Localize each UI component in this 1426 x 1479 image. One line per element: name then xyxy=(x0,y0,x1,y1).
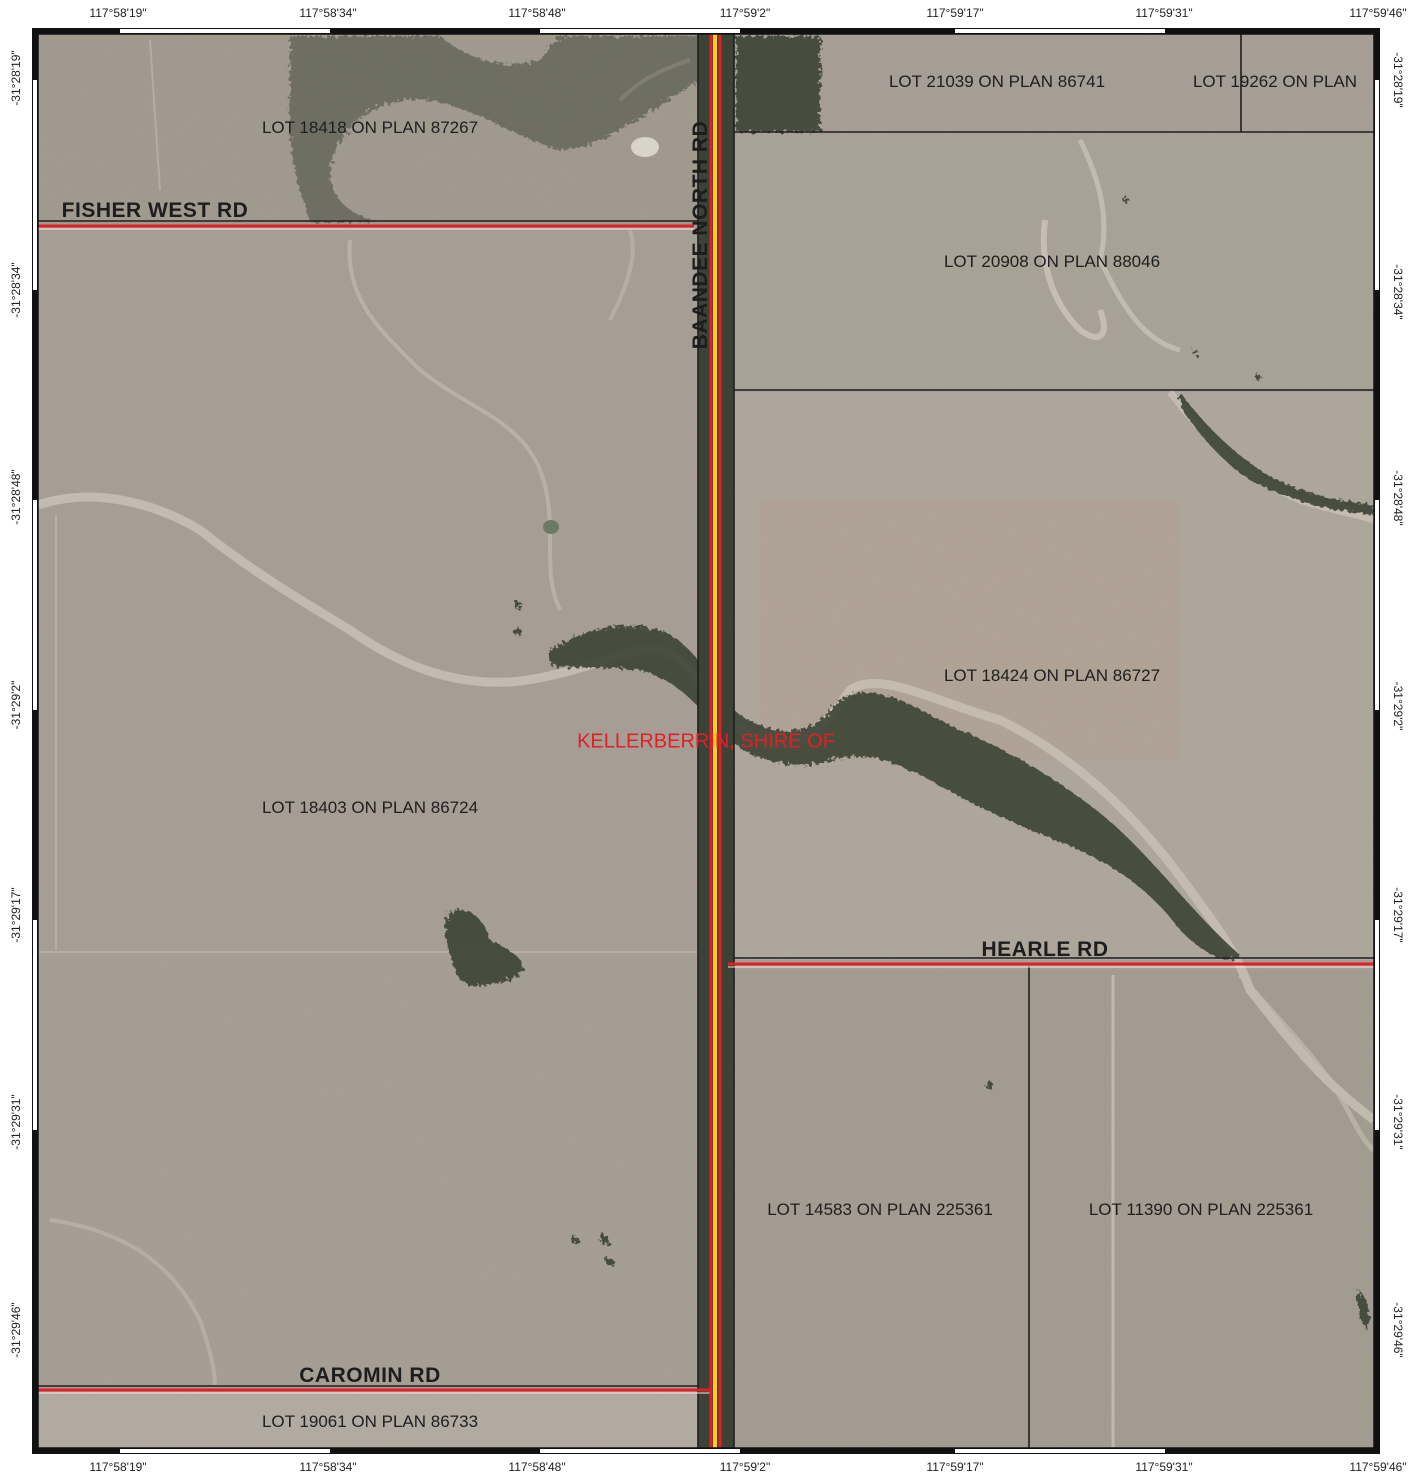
neatline-segment xyxy=(955,29,1165,33)
lot-label: LOT 21039 ON PLAN 86741 xyxy=(888,72,1106,91)
vegetation-patch xyxy=(1255,374,1261,380)
road-line-hearle xyxy=(728,962,1374,968)
neatline-segment xyxy=(33,80,37,290)
shire-label: KELLERBERRIN, SHIRE OF xyxy=(577,730,835,753)
coord-right-label: -31°29'2" xyxy=(1391,681,1405,731)
road-lines xyxy=(38,34,1374,1448)
creek-line xyxy=(608,229,635,321)
vegetation-patch xyxy=(1192,349,1198,355)
coord-left-label: -31°29'2" xyxy=(9,680,23,730)
coord-top-label: 117°58'48" xyxy=(508,6,566,20)
vegetation-patch xyxy=(571,1236,579,1244)
coord-top-label: 117°59'31" xyxy=(1135,6,1193,20)
creek-line xyxy=(1238,973,1374,1153)
vegetation-patch xyxy=(514,601,522,609)
lot-label: LOT 11390 ON PLAN 225361 xyxy=(1088,1200,1314,1219)
coord-bottom-label: 117°58'34" xyxy=(299,1460,357,1474)
farm-track xyxy=(1077,138,1181,353)
coord-bottom-label: 117°59'46" xyxy=(1349,1460,1407,1474)
neatline-segment xyxy=(1375,80,1379,290)
neatline-segment xyxy=(1375,500,1379,710)
vegetation-patch xyxy=(1180,392,1374,515)
creek-line xyxy=(347,239,562,611)
lot-label: LOT 20908 ON PLAN 88046 xyxy=(943,252,1161,271)
road-label-caromin: CAROMIN RD xyxy=(299,1364,441,1387)
lot-label: LOT 19262 ON PLAN xyxy=(1192,72,1358,91)
neatline-segment xyxy=(120,1449,330,1453)
coord-left-label: -31°29'46" xyxy=(9,1302,23,1358)
coord-left-label: -31°28'48" xyxy=(9,469,23,525)
road-line-caromin xyxy=(38,1388,712,1394)
coord-top-label: 117°58'34" xyxy=(299,6,357,20)
coord-bottom-label: 117°59'31" xyxy=(1135,1460,1193,1474)
farm-track xyxy=(149,39,161,191)
vegetation-patch xyxy=(736,36,820,132)
lot-label: LOT 18418 ON PLAN 87267 xyxy=(261,118,479,137)
coord-left-label: -31°28'34" xyxy=(9,262,23,318)
coord-top-label: 117°58'19" xyxy=(89,6,147,20)
coord-left-label: -31°29'17" xyxy=(9,887,23,943)
vegetation-patch xyxy=(445,910,523,986)
neatline-segment xyxy=(1375,920,1379,1130)
neatline-segment xyxy=(540,29,740,33)
coord-bottom-label: 117°59'2" xyxy=(719,1460,771,1474)
vegetation-patch xyxy=(1123,197,1129,203)
coord-left-label: -31°28'19" xyxy=(9,50,23,106)
neatline-segment xyxy=(955,1449,1165,1453)
road-label-fisher: FISHER WEST RD xyxy=(61,199,249,222)
lot-label: LOT 14583 ON PLAN 225361 xyxy=(767,1200,993,1219)
coord-bottom-label: 117°58'19" xyxy=(89,1460,147,1474)
farm-dam xyxy=(543,520,559,534)
coord-right-label: -31°28'48" xyxy=(1391,470,1405,526)
coord-top-label: 117°59'46" xyxy=(1349,6,1407,20)
farm-dam xyxy=(631,137,659,157)
neatline-bar xyxy=(32,28,38,1454)
vegetation-patch xyxy=(288,36,700,222)
aerial-imagery xyxy=(38,34,1374,1448)
coord-right-label: -31°29'46" xyxy=(1391,1302,1405,1358)
coord-right-label: -31°28'34" xyxy=(1391,264,1405,320)
vegetation-patch xyxy=(600,1235,610,1245)
road-line-baandee xyxy=(709,34,722,1448)
creek-line xyxy=(49,1218,217,1386)
neatline-segment xyxy=(33,920,37,1130)
vegetation-patch xyxy=(986,1082,994,1090)
lot-boundaries xyxy=(38,34,1374,1448)
coord-bottom-label: 117°59'17" xyxy=(926,1460,984,1474)
neatline-bar xyxy=(1374,28,1380,1454)
neatline-segment xyxy=(33,500,37,710)
vegetation-patch xyxy=(514,628,522,636)
coord-right-label: -31°28'19" xyxy=(1391,52,1405,108)
vegetation-patch xyxy=(606,1258,614,1266)
road-line-fisher xyxy=(38,224,694,230)
coord-top-label: 117°59'2" xyxy=(719,6,771,20)
coord-left-label: -31°29'31" xyxy=(9,1094,23,1150)
vegetation-patch xyxy=(1357,1290,1369,1330)
map-neatline xyxy=(32,28,1380,1454)
lot-label: LOT 18424 ON PLAN 86727 xyxy=(943,666,1161,685)
coord-right-label: -31°29'31" xyxy=(1391,1094,1405,1150)
lot-label: LOT 19061 ON PLAN 86733 xyxy=(261,1412,479,1431)
road-label-baandee: BAANDEE NORTH RD xyxy=(689,120,712,350)
neatline-segment xyxy=(120,29,330,33)
coord-bottom-label: 117°58'48" xyxy=(508,1460,566,1474)
farm-track xyxy=(1040,219,1107,341)
lot-label: LOT 18403 ON PLAN 86724 xyxy=(261,798,479,817)
coord-right-label: -31°29'17" xyxy=(1391,887,1405,943)
neatline-segment xyxy=(540,1449,740,1453)
coord-top-label: 117°59'17" xyxy=(926,6,984,20)
road-label-hearle: HEARLE RD xyxy=(981,938,1109,961)
